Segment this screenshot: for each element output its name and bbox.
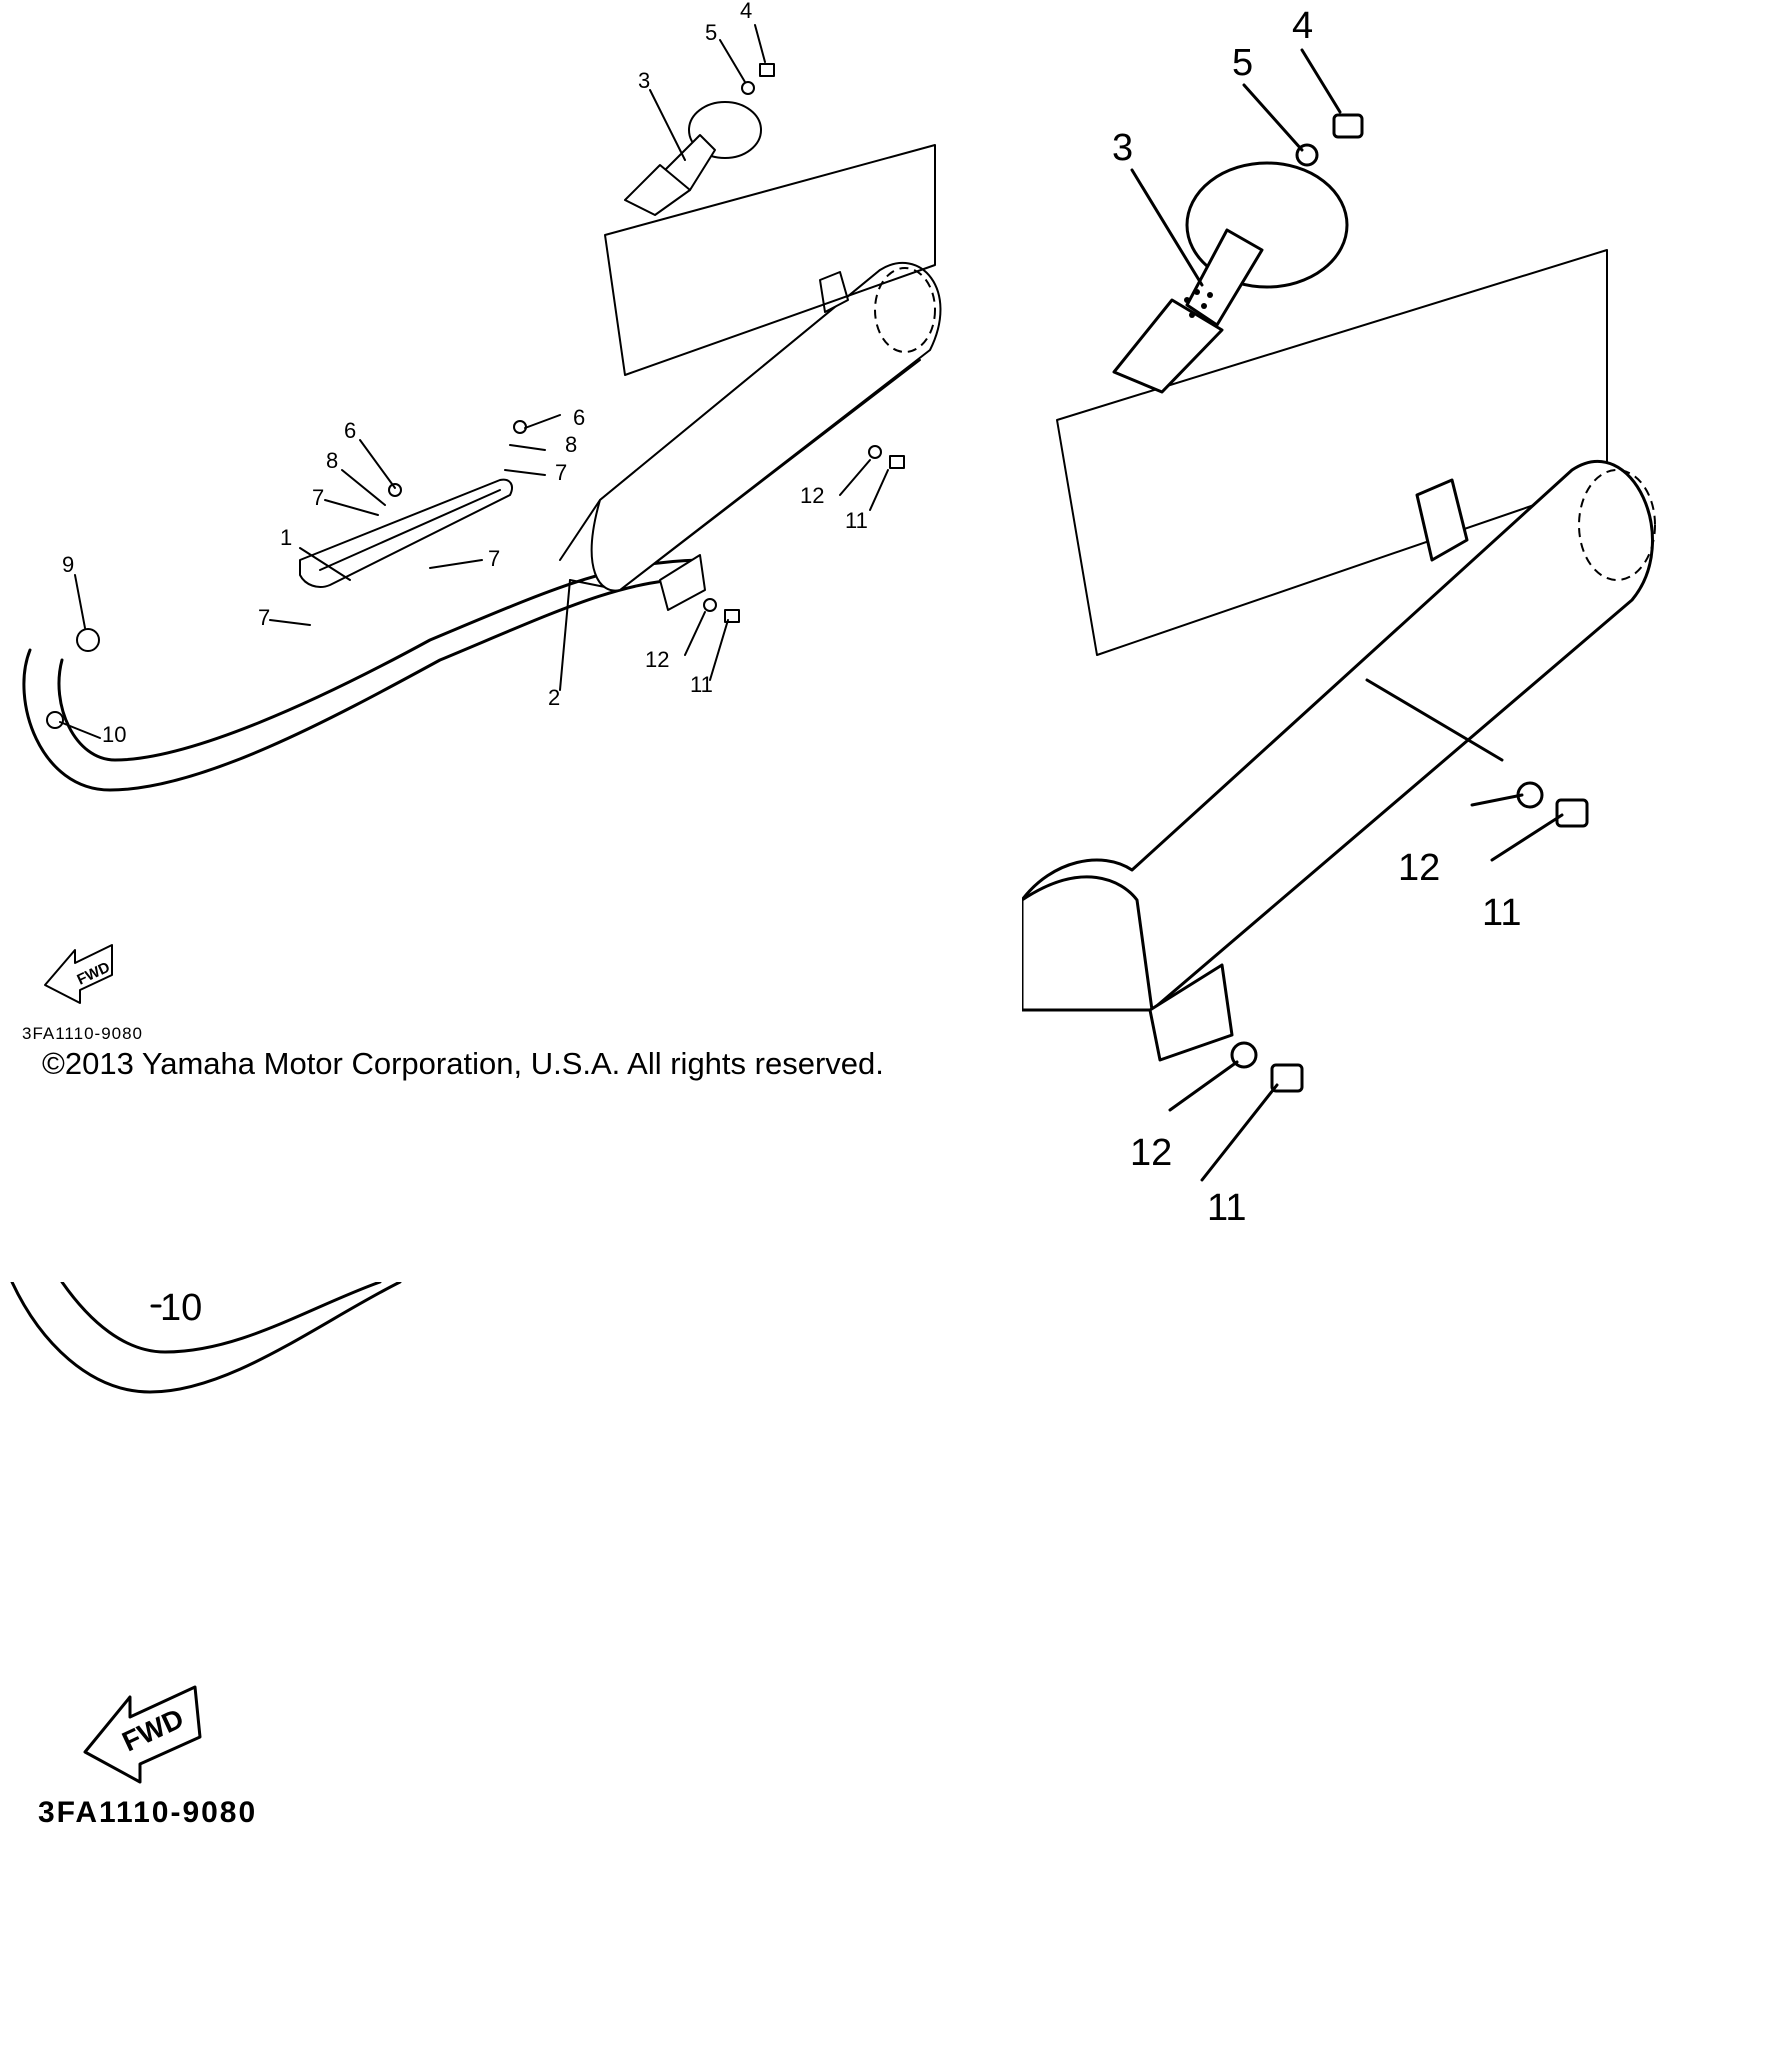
muffler-bracket-bottom	[659, 554, 706, 611]
nut-10	[46, 711, 64, 729]
zoom-pipe-outer	[10, 1282, 402, 1394]
overview-diagram: 1 2 3 4 5 6 6 7 7 7 7 8 8 9 10 11 11 12 …	[0, 0, 1020, 1090]
zoom-fragment-label: 10	[160, 1287, 202, 1329]
zoom-muffler-body	[1022, 460, 1654, 1012]
zoom-callout-3: 3	[1112, 127, 1133, 169]
callout-7c: 7	[488, 546, 500, 571]
zoom-muffler-end-dashed	[1578, 469, 1656, 581]
callout-6a: 6	[344, 418, 356, 443]
muffler-body	[590, 262, 942, 592]
zoom-callout-4: 4	[1292, 5, 1313, 47]
callout-12b: 12	[645, 647, 669, 672]
callout-10: 10	[102, 722, 126, 747]
muffler-bracket-top	[819, 271, 849, 313]
zoom-insert-perforations	[1184, 289, 1213, 318]
copyright-notice: ©2013 Yamaha Motor Corporation, U.S.A. A…	[42, 1046, 884, 1081]
heat-protector-edge	[319, 489, 501, 571]
pipe-detail-drawing: 10 FWD	[10, 1282, 402, 1784]
bolt-11-bottom	[724, 609, 740, 623]
pipe-detail-zoom: 10 FWD	[0, 1282, 520, 1842]
bolt-6a	[388, 483, 402, 497]
zoom-insert-baffle	[1112, 298, 1224, 394]
zoom-bracket-top	[1415, 478, 1469, 562]
washer-12-top	[868, 445, 882, 459]
gasket-9	[76, 628, 100, 652]
callout-7d: 7	[258, 605, 270, 630]
washer-12-bottom	[703, 598, 717, 612]
callout-2: 2	[548, 685, 560, 710]
zoom-callout-5: 5	[1232, 42, 1253, 84]
zoom-callout-11b: 11	[1207, 1187, 1246, 1229]
exhaust-assembly-drawing: 1 2 3 4 5 6 6 7 7 7 7 8 8 9 10 11 11 12 …	[22, 0, 942, 1004]
insert-baffle	[624, 164, 691, 216]
zoom-bracket-bottom	[1148, 963, 1234, 1062]
zoom-fwd-arrow-icon: FWD	[83, 1685, 202, 1784]
muffler-detail-zoom: 3 4 5 12 11 12 11	[1022, 0, 1792, 1240]
explosion-frame	[604, 144, 936, 376]
callout-7b: 7	[555, 460, 567, 485]
drawing-code-large: 3FA1110-9080	[38, 1796, 258, 1829]
zoom-muffler-seam	[1022, 875, 1154, 1012]
callout-8b: 8	[565, 432, 577, 457]
bolt-6b	[513, 420, 527, 434]
drawing-code-small: 3FA1110-9080	[22, 1024, 144, 1043]
callout-8a: 8	[326, 448, 338, 473]
zoom-bolt-4	[1332, 113, 1364, 139]
zoom-callout-11a: 11	[1482, 892, 1521, 934]
bolt-11-top	[889, 455, 905, 469]
fwd-arrow-icon: FWD	[44, 944, 113, 1004]
muffler-detail-drawing: 3 4 5 12 11 12 11	[1022, 5, 1656, 1229]
zoom-bolt-11-bottom	[1270, 1063, 1304, 1093]
heat-protector	[299, 478, 513, 588]
header-pipe-outline	[22, 576, 702, 792]
zoom-leader-lines	[1130, 48, 1564, 1182]
callout-6b: 6	[573, 405, 585, 430]
callout-4: 4	[740, 0, 752, 23]
header-pipe-inner	[57, 558, 702, 762]
zoom-pipe-inner	[60, 1282, 382, 1354]
callout-3: 3	[638, 68, 650, 93]
callout-9: 9	[62, 552, 74, 577]
callout-5: 5	[705, 20, 717, 45]
callout-7a: 7	[312, 485, 324, 510]
leader-lines	[59, 24, 889, 739]
muffler-end-dashed	[874, 267, 936, 353]
zoom-callout-12a: 12	[1398, 847, 1440, 889]
zoom-callout-12b: 12	[1130, 1132, 1172, 1174]
zoom-bolt-11-top	[1555, 798, 1589, 828]
callout-11a: 11	[845, 508, 868, 533]
callout-12a: 12	[800, 483, 824, 508]
bolt-4	[759, 63, 775, 77]
callout-1: 1	[280, 525, 292, 550]
washer-5	[741, 81, 755, 95]
callout-11b: 11	[690, 672, 713, 697]
